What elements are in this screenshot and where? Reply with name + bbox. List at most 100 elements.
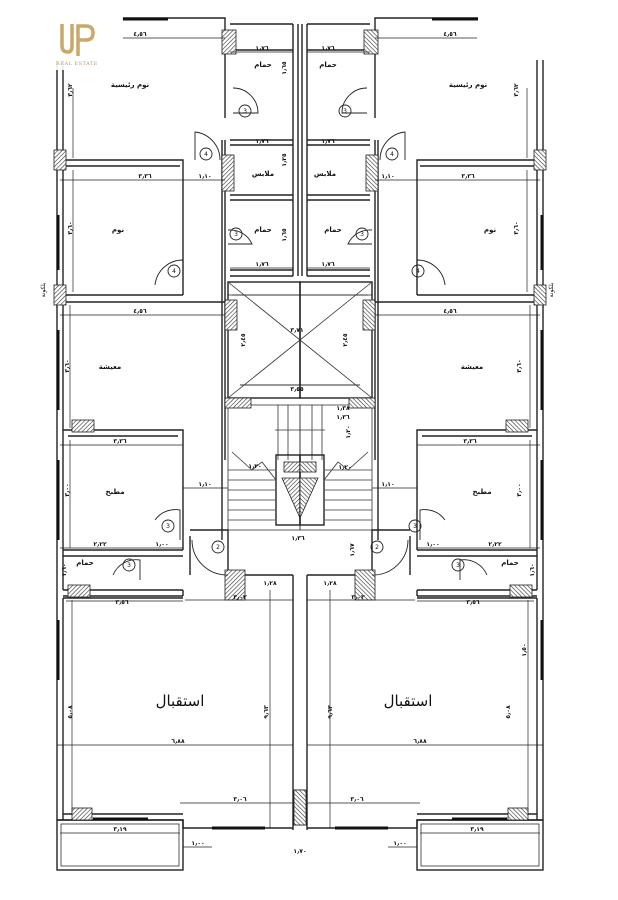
balcony-label: بلكونة xyxy=(548,282,555,297)
room-label-bathroom: حمام xyxy=(76,559,94,567)
svg-text:١٫١٠: ١٫١٠ xyxy=(381,481,394,488)
room-label-bathroom: حمام xyxy=(319,61,337,69)
svg-text:2: 2 xyxy=(375,544,379,551)
svg-text:٢٫٤٥: ٢٫٤٥ xyxy=(240,333,247,347)
room-label-dressing: ملابس xyxy=(314,170,336,178)
svg-text:١٫٢٨: ١٫٢٨ xyxy=(263,580,277,587)
svg-text:4: 4 xyxy=(416,268,420,275)
room-label-living: معيشة xyxy=(461,363,484,371)
room-label-bathroom: حمام xyxy=(254,61,272,69)
svg-text:٣٫٣٦: ٣٫٣٦ xyxy=(138,173,152,180)
svg-text:١٫١٠: ١٫١٠ xyxy=(198,481,211,488)
shaft-cross xyxy=(227,281,373,399)
svg-text:١٫٦٧: ١٫٦٧ xyxy=(349,543,356,557)
svg-text:١٫٣٦: ١٫٣٦ xyxy=(291,535,305,542)
svg-text:3: 3 xyxy=(127,562,131,569)
svg-text:١٫٠٠: ١٫٠٠ xyxy=(191,840,204,847)
svg-text:٣٫٦٢: ٣٫٦٢ xyxy=(67,83,74,97)
svg-text:١٫٠٠: ١٫٠٠ xyxy=(393,840,406,847)
svg-text:2: 2 xyxy=(216,544,220,551)
svg-text:4: 4 xyxy=(172,268,176,275)
svg-text:١٫٣٨: ١٫٣٨ xyxy=(336,405,350,412)
svg-text:3: 3 xyxy=(243,108,247,115)
svg-text:٣٫٣٦: ٣٫٣٦ xyxy=(461,173,475,180)
room-label-reception: استقبال xyxy=(156,692,205,710)
svg-text:٢٫٢٢: ٢٫٢٢ xyxy=(93,541,107,548)
svg-text:١٫٧٦: ١٫٧٦ xyxy=(321,45,335,52)
room-label-bathroom: حمام xyxy=(254,226,272,234)
dimension-lines xyxy=(57,37,368,848)
svg-text:4: 4 xyxy=(204,151,208,158)
svg-text:٢٫٤٥: ٢٫٤٥ xyxy=(342,333,349,347)
svg-text:١٫٢٠: ١٫٢٠ xyxy=(345,425,352,438)
svg-text:3: 3 xyxy=(360,231,364,238)
svg-text:٤٫٥٦: ٤٫٥٦ xyxy=(443,308,457,315)
svg-text:١٫٦٠: ١٫٦٠ xyxy=(529,563,536,576)
svg-text:٣٫٠٣: ٣٫٠٣ xyxy=(233,594,247,601)
svg-text:٣٫٧١: ٣٫٧١ xyxy=(290,327,303,334)
svg-text:٣٫٠٦: ٣٫٠٦ xyxy=(233,796,247,803)
room-label-master-bedroom: نوم رئيسية xyxy=(449,81,488,89)
svg-text:٦٫٨٨: ٦٫٨٨ xyxy=(171,738,185,745)
svg-text:٥٫٠٨: ٥٫٠٨ xyxy=(67,705,74,719)
svg-text:٩٫٦٣: ٩٫٦٣ xyxy=(327,705,334,719)
svg-text:١٫٢٥: ١٫٢٥ xyxy=(281,153,288,167)
svg-text:١٫٠٠: ١٫٠٠ xyxy=(426,541,439,548)
svg-text:3: 3 xyxy=(456,562,460,569)
room-label-living: معيشة xyxy=(99,363,122,371)
apartment-right-walls xyxy=(230,16,548,872)
svg-text:٤٫٥٦: ٤٫٥٦ xyxy=(133,308,147,315)
svg-text:٦٫٨٨: ٦٫٨٨ xyxy=(413,738,427,745)
svg-text:3: 3 xyxy=(234,231,238,238)
svg-text:٣٫٣٦: ٣٫٣٦ xyxy=(113,438,127,445)
svg-text:١٫٧٠: ١٫٧٠ xyxy=(293,848,306,855)
staircase xyxy=(227,404,301,531)
svg-text:٤٫٥٦: ٤٫٥٦ xyxy=(133,31,147,38)
svg-text:٣٫٦٠: ٣٫٦٠ xyxy=(516,359,523,372)
logo: REAL ESTATE xyxy=(55,15,123,70)
svg-text:٣٫١٩: ٣٫١٩ xyxy=(470,826,484,833)
svg-text:١٫١٠: ١٫١٠ xyxy=(198,173,211,180)
svg-text:١٫٧٦: ١٫٧٦ xyxy=(255,45,269,52)
svg-text:١٫٢٨: ١٫٢٨ xyxy=(323,580,337,587)
svg-text:١٫٦٠: ١٫٦٠ xyxy=(61,563,68,576)
svg-text:٣٫٦٠: ٣٫٦٠ xyxy=(64,359,71,372)
room-label-kitchen: مطبخ xyxy=(472,488,491,496)
room-label-bedroom: نوم xyxy=(112,226,125,234)
svg-text:٣٫٥٥: ٣٫٥٥ xyxy=(290,386,304,393)
svg-text:٣٫٠٠: ٣٫٠٠ xyxy=(516,483,523,496)
svg-text:١٫٦٥: ١٫٦٥ xyxy=(281,228,288,242)
svg-text:٣٫١٩: ٣٫١٩ xyxy=(113,826,127,833)
svg-text:٣٫٦٠: ٣٫٦٠ xyxy=(67,221,74,234)
svg-text:١٫١٠: ١٫١٠ xyxy=(381,173,394,180)
svg-text:٣٫٣٦: ٣٫٣٦ xyxy=(463,438,477,445)
logo-subtitle: REAL ESTATE xyxy=(56,61,98,67)
svg-text:4: 4 xyxy=(390,151,394,158)
svg-text:١٫٥٠: ١٫٥٠ xyxy=(521,643,528,656)
svg-text:١٫٧٦: ١٫٧٦ xyxy=(255,138,269,145)
svg-text:٣٫٦٢: ٣٫٦٢ xyxy=(513,83,520,97)
apartment-left-walls xyxy=(53,17,368,871)
svg-text:١٫٦٥: ١٫٦٥ xyxy=(281,61,288,75)
svg-text:١٫٠٠: ١٫٠٠ xyxy=(155,541,168,548)
room-label-bathroom: حمام xyxy=(324,226,342,234)
svg-text:٤٫٥٦: ٤٫٥٦ xyxy=(443,31,457,38)
room-label-bathroom: حمام xyxy=(501,559,519,567)
svg-text:٣٫٠٦: ٣٫٠٦ xyxy=(350,796,364,803)
svg-text:٣٫٠٣: ٣٫٠٣ xyxy=(351,594,365,601)
svg-text:١٫٧٦: ١٫٧٦ xyxy=(321,261,335,268)
svg-text:١٫٢٠: ١٫٢٠ xyxy=(338,464,351,471)
svg-text:٩٫٦٣: ٩٫٦٣ xyxy=(263,705,270,719)
svg-text:٣٫٥٦: ٣٫٥٦ xyxy=(466,599,480,606)
svg-text:3: 3 xyxy=(166,523,170,530)
svg-text:١٫٣٦: ١٫٣٦ xyxy=(336,414,350,421)
room-label-kitchen: مطبخ xyxy=(105,488,124,496)
room-label-master-bedroom: نوم رئيسية xyxy=(111,81,150,89)
svg-text:٥٫٠٨: ٥٫٠٨ xyxy=(505,705,512,719)
svg-text:3: 3 xyxy=(413,523,417,530)
svg-text:٣٫٥٦: ٣٫٥٦ xyxy=(115,599,129,606)
room-label-reception: استقبال xyxy=(384,692,433,710)
svg-text:١٫٢٠: ١٫٢٠ xyxy=(248,463,261,470)
svg-text:١٫٧٦: ١٫٧٦ xyxy=(321,138,335,145)
